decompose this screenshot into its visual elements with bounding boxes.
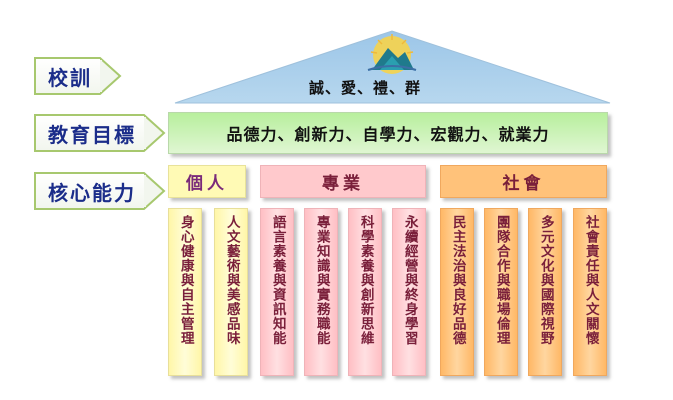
pillar-text: 人文藝術與美感品味 (223, 215, 240, 346)
pillar: 多元文化與國際視野 (528, 208, 562, 376)
goal-label: 教育目標 (34, 114, 166, 152)
motto-text: 誠、愛、禮、群 (308, 79, 421, 97)
pillar: 人文藝術與美感品味 (214, 208, 248, 376)
core-label-text: 核心能力 (34, 172, 144, 210)
motto-label: 校訓 (34, 57, 122, 95)
pillar-text: 永續經營與終身學習 (401, 215, 418, 346)
pillar: 身心健康與自主管理 (168, 208, 202, 376)
pillar-text: 專業知識與實務職能 (313, 215, 330, 346)
arrow-right-icon (144, 172, 166, 210)
pillar: 語言素養與資訊知能 (260, 208, 294, 376)
education-goal-bar: 品德力、創新力、自學力、宏觀力、就業力 (168, 112, 608, 154)
pillar-text: 語言素養與資訊知能 (269, 215, 286, 346)
pillar: 專業知識與實務職能 (304, 208, 338, 376)
pillar-text: 團隊合作與職場倫理 (493, 215, 510, 346)
pillar: 科學素養與創新思維 (348, 208, 382, 376)
arrow-right-icon (100, 57, 122, 95)
roof (174, 30, 611, 104)
pillar: 永續經營與終身學習 (392, 208, 426, 376)
pillar-text: 科學素養與創新思維 (357, 215, 374, 346)
category-personal: 個人 (168, 165, 246, 198)
pillar: 民主法治與良好品德 (440, 208, 474, 376)
pillar-text: 民主法治與良好品德 (449, 215, 466, 346)
arrow-right-icon (144, 114, 166, 152)
category-social: 社會 (440, 165, 607, 198)
school-logo-icon (367, 34, 417, 74)
goal-label-text: 教育目標 (34, 114, 144, 152)
motto-label-text: 校訓 (34, 57, 100, 95)
pillar-text: 社會責任與人文關懷 (582, 215, 599, 346)
pillar-text: 身心健康與自主管理 (177, 215, 194, 346)
pillar: 社會責任與人文關懷 (573, 208, 607, 376)
pillar-text: 多元文化與國際視野 (537, 215, 554, 346)
core-label: 核心能力 (34, 172, 166, 210)
category-professional: 專業 (260, 165, 426, 198)
pillar: 團隊合作與職場倫理 (484, 208, 518, 376)
